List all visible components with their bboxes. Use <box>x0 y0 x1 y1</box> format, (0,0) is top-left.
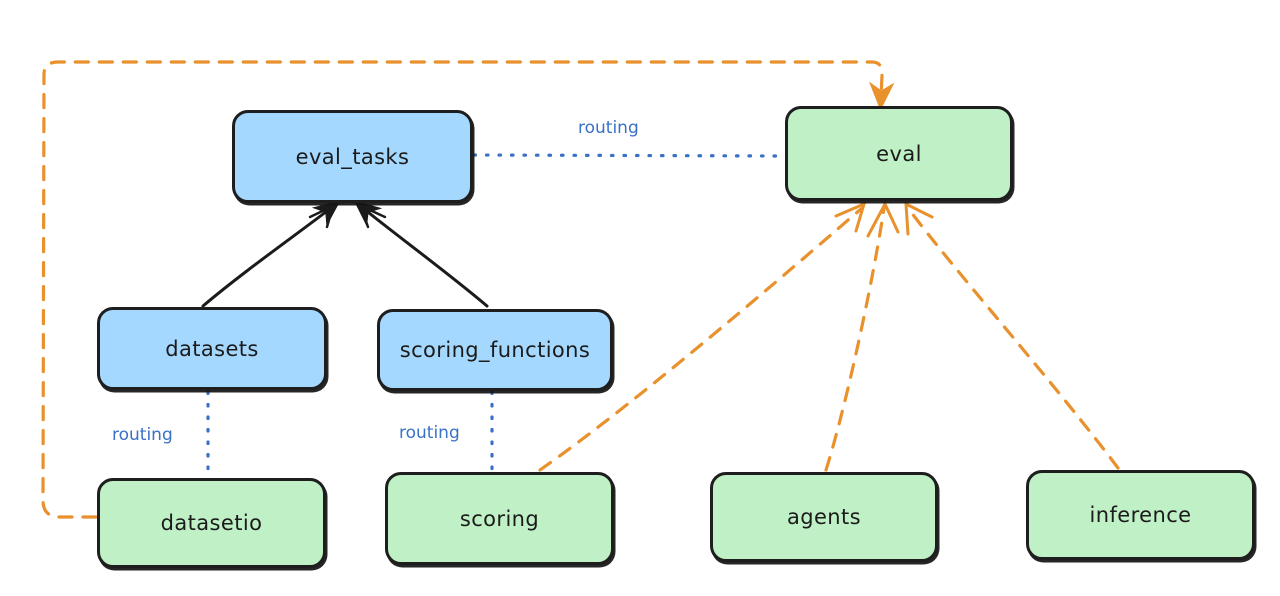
node-label: eval_tasks <box>295 144 410 169</box>
edge-agents-to-eval <box>824 200 900 472</box>
edge-scoring-to-eval <box>538 201 867 472</box>
node-agents[interactable]: agents <box>710 472 938 562</box>
node-scoring[interactable]: scoring <box>385 472 614 565</box>
node-eval-tasks[interactable]: eval_tasks <box>232 110 473 203</box>
node-inference[interactable]: inference <box>1026 470 1255 560</box>
node-scoring-functions[interactable]: scoring_functions <box>377 309 613 391</box>
node-label: scoring <box>459 506 540 531</box>
edge-datasetio-to-eval <box>41 60 895 519</box>
edge-eval-tasks-to-eval <box>472 153 786 158</box>
node-label: inference <box>1089 503 1192 527</box>
node-label: agents <box>786 505 861 529</box>
node-label: scoring_functions <box>399 338 591 362</box>
edge-scoring-functions-to-eval-tasks <box>353 200 489 308</box>
node-label: datasetio <box>160 511 263 535</box>
edge-label-routing-scoring-functions-scoring: routing <box>399 423 460 443</box>
edge-inference-to-eval <box>904 201 1120 470</box>
node-eval[interactable]: eval <box>785 106 1013 201</box>
node-label: eval <box>876 141 922 166</box>
edge-label-routing-datasets-datasetio: routing <box>112 425 173 445</box>
node-label: datasets <box>165 336 259 361</box>
edge-datasets-to-eval-tasks <box>201 200 341 308</box>
edge-label-routing-eval-tasks-eval: routing <box>578 118 639 138</box>
node-datasets[interactable]: datasets <box>97 307 327 390</box>
node-datasetio[interactable]: datasetio <box>97 478 326 568</box>
